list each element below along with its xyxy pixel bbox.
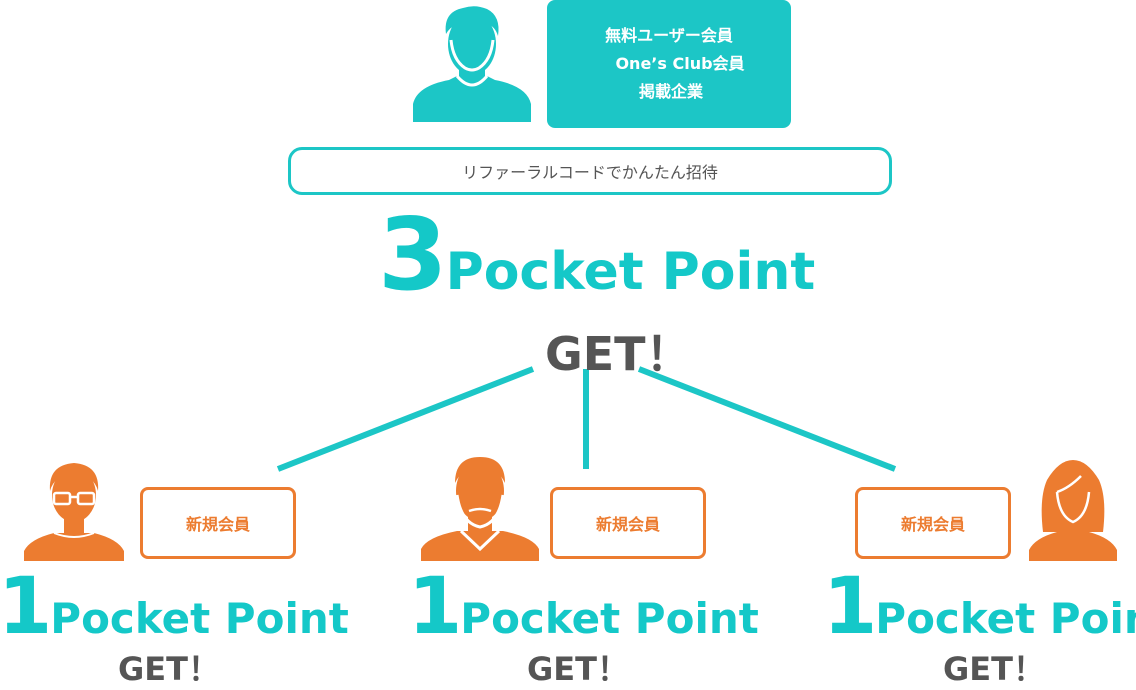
new-member-number-2: 1 — [408, 562, 462, 652]
new-member-label-2: 新規会員 — [595, 515, 660, 534]
new-member-box-1: 新規会員 — [140, 487, 296, 559]
new-member-get-3: GET！ — [943, 650, 1045, 688]
new-member-number-1: 1 — [0, 562, 52, 652]
referrer-line-company: 掲載企業 — [638, 82, 703, 101]
new-member-reward-2: 1 Pocket Point — [408, 567, 759, 647]
man-glasses-icon — [24, 463, 124, 561]
main-reward: 3 Pocket Point — [378, 205, 815, 305]
new-member-get-1: GET！ — [118, 650, 220, 688]
new-member-reward-1: 1 Pocket Point — [0, 567, 349, 647]
referral-text: リファーラルコードでかんたん招待 — [462, 163, 718, 182]
referrer-avatar-icon — [413, 6, 531, 122]
main-reward-label: Pocket Point — [445, 242, 816, 302]
connector-line-left — [276, 366, 535, 472]
new-member-number-3: 1 — [823, 562, 877, 652]
woman-icon — [1029, 460, 1117, 561]
man-beard-icon — [421, 457, 539, 561]
new-member-label-3: 新規会員 — [900, 515, 965, 534]
new-member-points-label-1: Pocket Point — [50, 594, 349, 643]
main-reward-get: GET！ — [545, 327, 692, 381]
referral-code-pill: リファーラルコードでかんたん招待 — [288, 147, 892, 195]
new-member-points-label-2: Pocket Point — [460, 594, 759, 643]
main-reward-number: 3 — [378, 196, 448, 313]
new-member-get-2: GET！ — [527, 650, 629, 688]
new-member-box-3: 新規会員 — [855, 487, 1011, 559]
referrer-line-ones-club: One’s Club会員 — [615, 54, 745, 73]
referrer-types-box: 無料ユーザー会員 One’s Club会員 掲載企業 — [547, 0, 791, 128]
new-member-box-2: 新規会員 — [550, 487, 706, 559]
new-member-reward-3: 1 Pocket Point — [823, 567, 1136, 647]
connector-line-right — [637, 366, 897, 472]
new-member-label-1: 新規会員 — [185, 515, 250, 534]
new-member-points-label-3: Pocket Point — [875, 594, 1136, 643]
referrer-line-free-user: 無料ユーザー会員 — [605, 26, 733, 45]
